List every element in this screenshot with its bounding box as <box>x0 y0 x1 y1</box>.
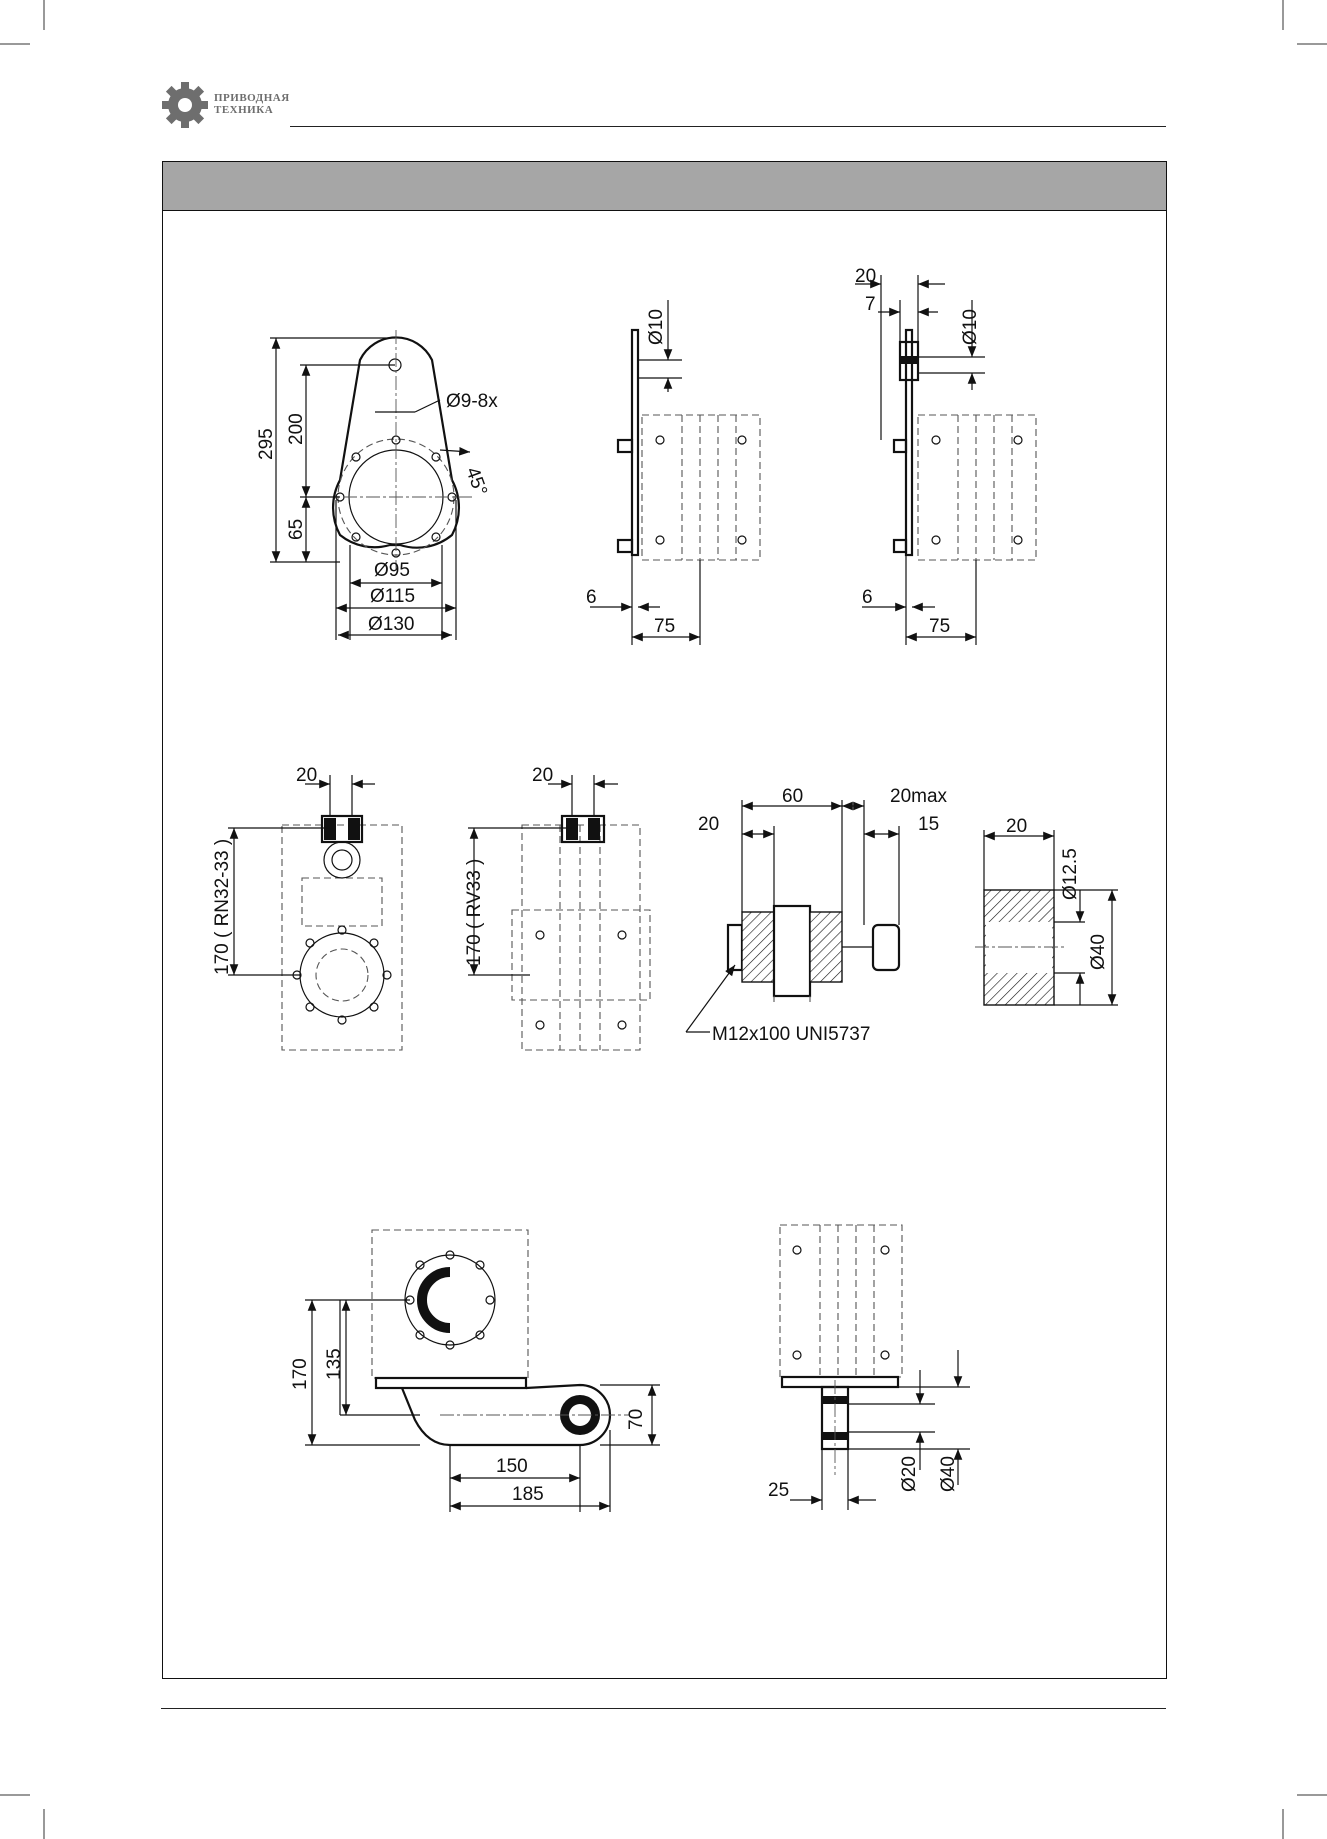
drawing-frame <box>162 161 1167 1679</box>
torque-arm-view: 170 135 70 150 185 <box>290 1229 660 1512</box>
dim-60: 60 <box>782 786 803 807</box>
bolt-view: 60 20max 20 15 M12x100 UNI5737 <box>685 786 948 1045</box>
brand-name: ПРИВОДНАЯ ТЕХНИКА <box>214 92 290 116</box>
dim-170-rv: 170 ( RV33 ) <box>464 859 485 966</box>
flange-view: 295 200 65 Ø9-8x 45° Ø95 Ø115 Ø130 <box>256 330 498 640</box>
side-view-2: 20 7 Ø10 6 75 <box>855 266 1037 645</box>
dim-25: 25 <box>768 1480 789 1501</box>
dim-angle: 45° <box>461 465 491 499</box>
dim-20-rn: 20 <box>296 765 317 786</box>
header-rule <box>290 126 1166 127</box>
dim-6: 6 <box>586 587 597 608</box>
footer-rule <box>161 1708 1166 1709</box>
rn-view: 20 170 ( RN32-33 ) <box>212 765 403 1051</box>
dim-20max: 20max <box>890 786 948 807</box>
dim-15: 15 <box>918 814 939 835</box>
dim-d12-5: Ø12.5 <box>1060 848 1081 900</box>
frame-title-band <box>163 162 1166 211</box>
gear-icon <box>162 82 208 128</box>
dim-d40-arm: Ø40 <box>938 1456 959 1492</box>
dim-d115: Ø115 <box>370 586 415 607</box>
dim-7: 7 <box>865 294 876 315</box>
dim-d20: Ø20 <box>899 1456 920 1492</box>
bolt-label: M12x100 UNI5737 <box>712 1024 870 1045</box>
side-view-1: Ø10 6 75 <box>586 300 761 645</box>
dim-75: 75 <box>654 616 675 637</box>
brand-name-line2: ТЕХНИКА <box>214 104 274 116</box>
dim-d95: Ø95 <box>374 560 410 581</box>
dim-holes: Ø9-8x <box>446 391 498 412</box>
dim-295: 295 <box>256 428 277 460</box>
dim-70: 70 <box>626 1409 647 1430</box>
dim-135: 135 <box>324 1348 345 1380</box>
dim-65: 65 <box>286 519 307 540</box>
dim-20: 20 <box>855 266 876 287</box>
dim-d10: Ø10 <box>646 309 667 345</box>
dim-d40: Ø40 <box>1088 934 1109 970</box>
dim-185: 185 <box>512 1484 544 1505</box>
flange-plate <box>331 336 461 549</box>
dim-20-bush: 20 <box>1006 816 1027 837</box>
dim-6-2: 6 <box>862 587 873 608</box>
dim-20-bolt: 20 <box>698 814 719 835</box>
dim-170-rn: 170 ( RN32-33 ) <box>212 839 233 975</box>
dim-20-rv: 20 <box>532 765 553 786</box>
dim-75-2: 75 <box>929 616 950 637</box>
dim-170-arm: 170 <box>290 1358 311 1390</box>
dim-150: 150 <box>496 1456 528 1477</box>
dim-d10-2: Ø10 <box>960 309 981 345</box>
dim-d130: Ø130 <box>368 614 414 635</box>
brand-name-line1: ПРИВОДНАЯ <box>214 92 290 104</box>
bush-view: 20 Ø12.5 Ø40 <box>975 816 1118 1006</box>
dim-200: 200 <box>286 413 307 445</box>
rv-view: 20 170 ( RV33 ) <box>464 765 651 1051</box>
arm-side-view: 25 Ø20 Ø40 <box>768 1224 970 1510</box>
